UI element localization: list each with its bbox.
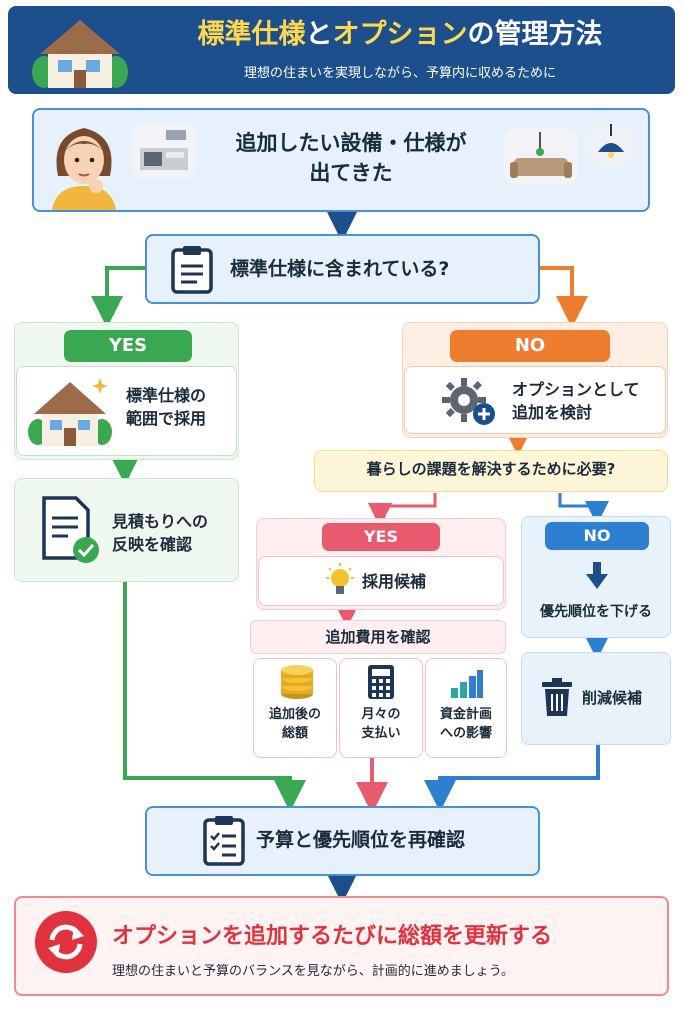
lower-priority-text: 優先順位を下げる: [540, 604, 652, 620]
house-sparkle-icon: [28, 378, 112, 446]
adopt-standard-text: 標準仕様の 範囲で採用: [126, 386, 207, 429]
estimate-check-text: 見積もりへの 反映を確認: [112, 512, 209, 555]
cost-card-funding: [425, 658, 507, 758]
refresh-icon: [35, 911, 97, 973]
pendant-lamp-icon: [585, 124, 637, 168]
start-text: 追加したい設備・仕様が 出てきた: [235, 131, 467, 186]
candidate-card: [258, 556, 504, 606]
cost-monthly-text: 月々の 支払い: [361, 707, 401, 741]
sofa-icon: [504, 128, 578, 184]
clipboard-check-icon: [203, 816, 245, 866]
arrow-down-icon: [586, 562, 608, 589]
house-icon: [32, 20, 128, 88]
confirm-cost-text: 追加費用を確認: [325, 628, 431, 646]
page-subtitle: 理想の住まいを実現しながら、予算内に収めるために: [243, 66, 556, 81]
cut-candidate-text: 削減候補: [582, 689, 643, 707]
gear-plus-icon: [442, 378, 495, 425]
no-label: NO: [450, 330, 610, 362]
bar-chart-icon: [451, 670, 483, 698]
woman-thinking-icon: [52, 128, 116, 210]
trash-icon: [542, 678, 572, 716]
document-check-icon: [42, 496, 99, 563]
question2-box: [314, 450, 668, 492]
footer-main-text: オプションを追加するたびに総額を更新する: [112, 924, 553, 949]
coins-icon: [281, 665, 313, 699]
question1-text: 標準仕様に含まれている?: [230, 258, 450, 280]
question2-text: 暮らしの課題を解決するために必要?: [366, 460, 616, 478]
lightbulb-icon: [326, 563, 354, 594]
page-title: 標準仕様とオプションの管理方法: [197, 19, 603, 50]
reconfirm-text: 予算と優先順位を再確認: [256, 829, 466, 851]
calculator-icon: [368, 665, 394, 699]
no2-label: NO: [545, 522, 649, 550]
confirm-cost-bar: [250, 620, 506, 654]
kitchen-icon: [132, 124, 196, 178]
consider-option-text: オプションとして 追加を検討: [512, 380, 640, 423]
yes2-label: YES: [322, 523, 440, 551]
yes-label: YES: [64, 330, 192, 362]
candidate-text: 採用候補: [362, 572, 427, 591]
cost-total-text: 追加後の 総額: [268, 707, 321, 741]
cost-funding-text: 資金計画 への影響: [439, 707, 492, 741]
clipboard-icon: [171, 246, 213, 294]
footer-sub-text: 理想の住まいと予算のバランスを見ながら、計画的に進めましょう。: [112, 964, 514, 979]
footer-box: [14, 896, 669, 996]
